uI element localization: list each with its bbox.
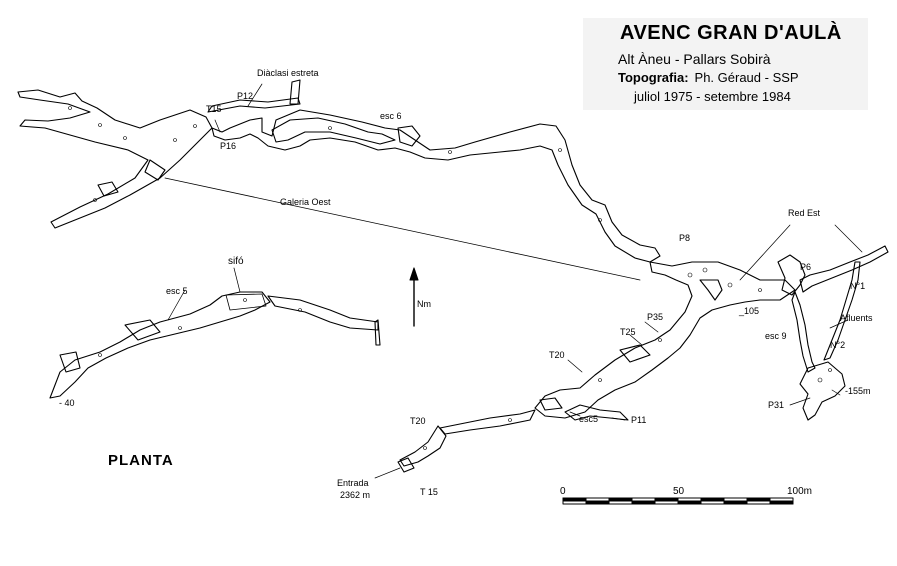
scale-bar	[562, 497, 794, 505]
label-n2: N°2	[830, 340, 846, 350]
north-label: Nm	[417, 299, 431, 309]
label-p16: P16	[220, 141, 237, 151]
label-t20-mid: T20	[549, 350, 565, 360]
label-depth-40: - 40	[59, 398, 75, 408]
title-block	[583, 18, 868, 110]
galeria-oest-leader	[164, 177, 641, 281]
label-entrada: Entrada	[337, 478, 369, 488]
survey-credit-label: Topografia:	[618, 70, 689, 85]
label-p35: P35	[647, 312, 664, 322]
label-altitude: 2362 m	[340, 490, 371, 500]
label-galeria-oest: Galeria Oest	[280, 197, 331, 207]
galeria-oest-passages	[17, 79, 661, 263]
map-title: AVENC GRAN D'AULÀ	[620, 22, 842, 44]
label-esc9: esc 9	[765, 331, 787, 341]
scale-tick-100: 100m	[787, 486, 813, 497]
survey-credit-authors: Ph. Géraud - SSP	[694, 70, 799, 85]
label-esc6: esc 6	[380, 111, 402, 121]
passage-texture	[68, 106, 832, 450]
label-t25: T25	[620, 327, 636, 337]
label-depth-105: _105	[739, 306, 760, 316]
label-esc5-left: esc 5	[166, 286, 188, 296]
survey-dates: juliol 1975 - setembre 1984	[634, 89, 791, 104]
label-n1: N°1	[850, 281, 866, 291]
central-chamber	[397, 261, 796, 473]
label-depth-155: -155m	[845, 386, 871, 396]
label-p12: P12	[237, 91, 254, 101]
label-t15-low: T 15	[420, 487, 438, 497]
label-diaclasi: Diàclasi estreta	[257, 68, 319, 78]
label-p6: P6	[800, 262, 812, 272]
sifo-passages	[49, 291, 381, 399]
scale-tick-0: 0	[560, 486, 566, 497]
label-sifo: sifó	[228, 256, 244, 267]
scale-tick-50: 50	[673, 486, 685, 497]
label-p31: P31	[768, 400, 785, 410]
label-p8: P8	[679, 233, 691, 243]
leader-lines	[167, 83, 863, 479]
label-esc5-mid: esc5	[579, 414, 599, 424]
label-afluents: Afluents	[840, 313, 873, 323]
red-est-passages	[777, 245, 889, 421]
survey-credit: Topografia: Ph. Géraud - SSP	[618, 70, 799, 85]
label-red-est: Red Est	[788, 208, 821, 218]
map-location: Alt Àneu - Pallars Sobirà	[618, 51, 771, 67]
view-label: PLANTA	[108, 452, 174, 469]
north-arrow	[409, 267, 419, 327]
label-t20-low: T20	[410, 416, 426, 426]
label-t15-top: T15	[206, 104, 222, 114]
label-p11: P11	[631, 415, 647, 425]
